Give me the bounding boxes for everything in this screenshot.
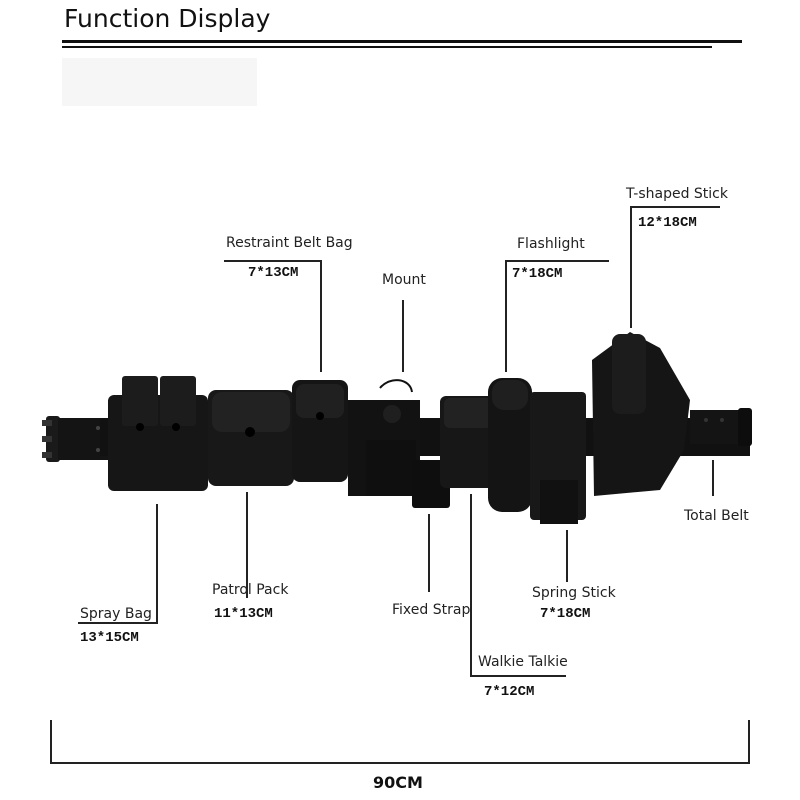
total-length-label: 90CM: [373, 773, 423, 792]
spray-bag-leader: [156, 504, 158, 622]
spray-bag-pouch: [108, 376, 208, 491]
length-bracket-left: [50, 720, 52, 764]
flashlight-leader: [505, 262, 507, 372]
patrol-pack-label: Patrol Pack: [212, 582, 289, 598]
t-shaped-stick-underline: [630, 206, 720, 208]
patrol-pack-leader: [246, 492, 248, 598]
left-buckle: [42, 416, 108, 462]
header-underline-secondary: [62, 46, 712, 48]
mount-label: Mount: [382, 272, 426, 288]
walkie-talkie-size: 7*12CM: [484, 684, 535, 700]
restraint-belt-bag-label: Restraint Belt Bag: [226, 235, 353, 251]
fixed-strap-leader: [428, 514, 430, 592]
mount-holder: [348, 379, 420, 496]
mount-leader: [402, 300, 404, 372]
flashlight-pouch: [488, 378, 532, 512]
header-underline: [62, 40, 742, 43]
length-bracket-right: [748, 720, 750, 764]
t-shaped-stick-holster: [592, 332, 690, 496]
walkie-talkie-leader: [470, 494, 472, 676]
spring-stick-leader: [566, 530, 568, 582]
spring-stick-label: Spring Stick: [532, 585, 616, 601]
t-shaped-stick-size: 12*18CM: [638, 215, 697, 231]
walkie-talkie-underline: [470, 675, 566, 677]
fixed-strap-label: Fixed Strap: [392, 602, 471, 618]
page-title: Function Display: [64, 4, 271, 33]
restraint-bag-underline: [224, 260, 322, 262]
flashlight-size: 7*18CM: [512, 266, 563, 282]
total-belt-leader: [712, 460, 714, 496]
flashlight-underline: [505, 260, 609, 262]
restraint-belt-bag-pouch: [292, 380, 348, 482]
restraint-bag-leader: [320, 262, 322, 372]
spring-stick-pouch: [530, 392, 586, 524]
spray-bag-size: 13*15CM: [80, 630, 139, 646]
walkie-talkie-label: Walkie Talkie: [478, 654, 568, 670]
flashlight-label: Flashlight: [517, 236, 585, 252]
spring-stick-size: 7*18CM: [540, 606, 591, 622]
total-belt-label: Total Belt: [684, 508, 749, 524]
spray-bag-label: Spray Bag: [80, 606, 152, 622]
background-smudge: [62, 58, 257, 106]
right-buckle: [690, 408, 752, 446]
walkie-talkie-pouch: [440, 396, 496, 488]
length-bracket-base: [50, 762, 750, 764]
patrol-pack-pouch: [208, 390, 294, 486]
restraint-belt-bag-size: 7*13CM: [248, 265, 299, 281]
t-shaped-stick-label: T-shaped Stick: [626, 186, 728, 202]
t-shaped-stick-leader: [630, 208, 632, 328]
spray-bag-underline: [78, 622, 158, 624]
patrol-pack-size: 11*13CM: [214, 606, 273, 622]
